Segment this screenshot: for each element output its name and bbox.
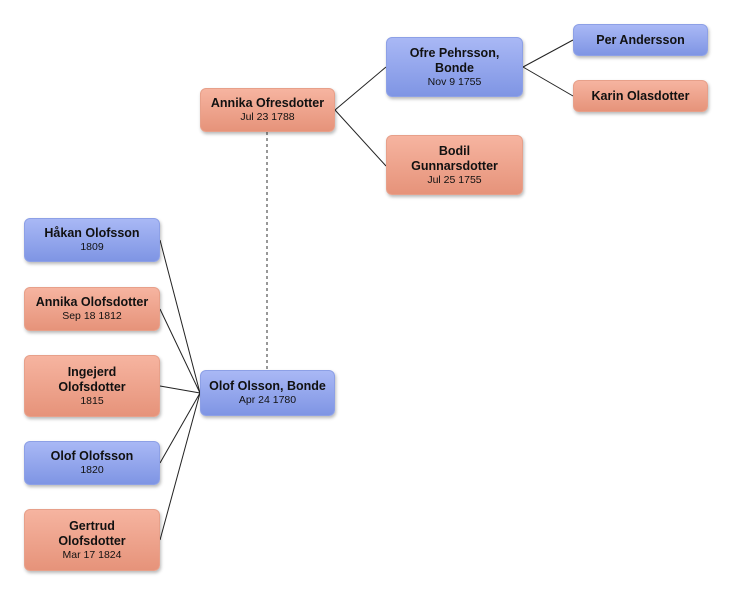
person-name: Bodil Gunnarsdotter — [411, 143, 498, 173]
person-node-karin-olasdotter[interactable]: Karin Olasdotter — [573, 80, 708, 112]
parent-link — [334, 109, 387, 167]
person-name: Håkan Olofsson — [44, 226, 140, 240]
person-date: Nov 9 1755 — [427, 75, 482, 88]
parent-link — [334, 66, 387, 111]
person-name: Gertrud Olofsdotter — [58, 518, 126, 548]
person-name: Olof Olsson, Bonde — [209, 379, 326, 393]
person-date: Jul 25 1755 — [427, 173, 482, 186]
person-node-olof-olsson[interactable]: Olof Olsson, Bonde Apr 24 1780 — [200, 370, 335, 416]
child-link — [159, 308, 201, 394]
parent-link — [522, 66, 574, 97]
person-name: Per Andersson — [596, 32, 685, 47]
person-name: Ofre Pehrsson, Bonde — [409, 45, 500, 75]
person-node-hakan-olofsson[interactable]: Håkan Olofsson 1809 — [24, 218, 160, 262]
person-name: Ingejerd Olofsdotter — [58, 364, 126, 394]
person-node-ingejerd-olofsdotter[interactable]: Ingejerd Olofsdotter 1815 — [24, 355, 160, 417]
person-name: Karin Olasdotter — [591, 88, 690, 103]
person-node-ofre-pehrsson[interactable]: Ofre Pehrsson, Bonde Nov 9 1755 — [386, 37, 523, 97]
person-date: Mar 17 1824 — [62, 548, 122, 561]
child-link — [159, 392, 201, 541]
person-node-annika-ofresdotter[interactable]: Annika Ofresdotter Jul 23 1788 — [200, 88, 335, 132]
child-link — [159, 385, 201, 394]
person-date: Apr 24 1780 — [238, 394, 297, 406]
child-link — [159, 392, 201, 464]
person-date: Sep 18 1812 — [62, 310, 122, 322]
person-node-annika-olofsdotter[interactable]: Annika Olofsdotter Sep 18 1812 — [24, 287, 160, 331]
person-node-olof-olofsson[interactable]: Olof Olofsson 1820 — [24, 441, 160, 485]
person-name: Annika Ofresdotter — [210, 96, 325, 110]
person-date: Jul 23 1788 — [240, 111, 295, 123]
person-date: 1809 — [80, 241, 104, 253]
child-link — [159, 239, 201, 394]
parent-link — [522, 39, 574, 68]
person-node-gertrud-olofsdotter[interactable]: Gertrud Olofsdotter Mar 17 1824 — [24, 509, 160, 571]
person-date: 1820 — [80, 464, 104, 476]
person-node-bodil-gunnarsdotter[interactable]: Bodil Gunnarsdotter Jul 25 1755 — [386, 135, 523, 195]
person-name: Annika Olofsdotter — [35, 295, 149, 309]
person-node-per-andersson[interactable]: Per Andersson — [573, 24, 708, 56]
person-date: 1815 — [80, 394, 104, 407]
person-name: Olof Olofsson — [50, 449, 134, 463]
